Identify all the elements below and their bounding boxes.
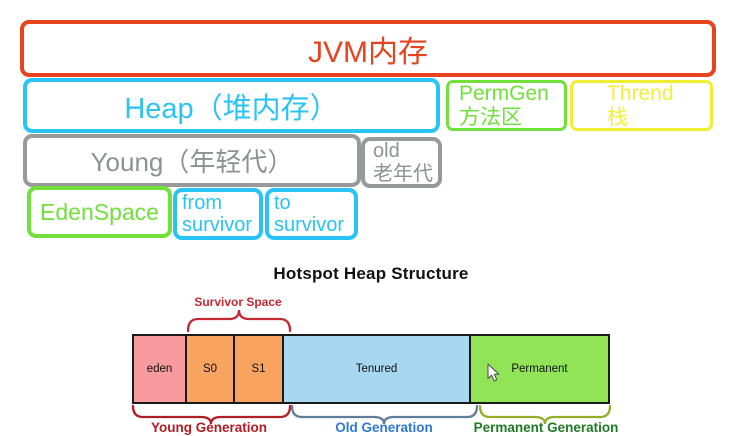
permanent-generation-label: Permanent Generation	[473, 420, 619, 435]
jvm-memory-label: JVM内存	[308, 35, 428, 69]
segment-permanent: Permanent	[471, 336, 608, 402]
eden-space-label: EdenSpace	[40, 198, 159, 225]
heap-label: Heap（堆内存）	[124, 92, 339, 125]
segment-permanent-label: Permanent	[511, 363, 568, 375]
jvm-memory-box: JVM内存	[20, 20, 716, 77]
old-label-line2: 老年代	[373, 162, 433, 185]
permgen-box: PermGen 方法区	[446, 80, 567, 131]
eden-space-box: EdenSpace	[27, 186, 172, 238]
segment-tenured-label: Tenured	[355, 363, 398, 375]
hotspot-heap-structure-title: Hotspot Heap Structure	[273, 264, 469, 283]
thread-stack-box: Thrend 栈	[570, 80, 713, 131]
to-survivor-label-line1: to	[274, 192, 291, 214]
segment-tenured: Tenured	[284, 336, 471, 402]
segment-eden: eden	[134, 336, 187, 402]
segment-s1: S1	[235, 336, 284, 402]
permgen-label-line2: 方法区	[459, 105, 522, 129]
thread-label-line1: Thrend	[607, 81, 674, 105]
old-generation-label: Old Generation	[335, 420, 433, 435]
young-label: Young（年轻代）	[90, 147, 294, 177]
from-survivor-label-line2: survivor	[182, 214, 253, 236]
from-survivor-box: from survivor	[173, 188, 263, 240]
segment-s0: S0	[187, 336, 235, 402]
segment-s0-label: S0	[202, 363, 218, 375]
young-generation-box: Young（年轻代）	[23, 134, 361, 187]
survivor-space-brace	[186, 309, 292, 333]
heap-structure-bar: eden S0 S1 Tenured Permanent	[132, 334, 610, 404]
to-survivor-box: to survivor	[265, 188, 358, 240]
old-label-line1: old	[373, 140, 400, 163]
young-generation-label: Young Generation	[150, 420, 267, 435]
old-generation-box: old 老年代	[361, 137, 442, 188]
thread-label-line2: 栈	[607, 105, 628, 129]
segment-s1-label: S1	[251, 363, 266, 375]
from-survivor-label-line1: from	[182, 192, 222, 214]
survivor-space-label: Survivor Space	[194, 295, 282, 309]
heap-box: Heap（堆内存）	[23, 78, 440, 133]
permgen-label-line1: PermGen	[459, 81, 549, 105]
to-survivor-label-line2: survivor	[274, 214, 345, 236]
segment-eden-label: eden	[146, 363, 173, 375]
